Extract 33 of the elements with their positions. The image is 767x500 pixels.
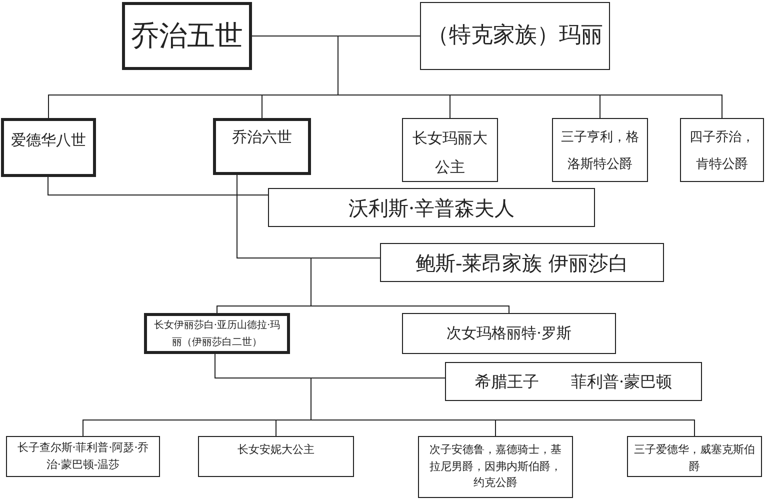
person-box <box>402 118 498 182</box>
person-name: 乔治六世 <box>232 127 292 148</box>
connector-line <box>48 176 268 196</box>
person-name: 次子安德鲁，嘉德骑士，基拉尼男爵，因弗内斯伯爵，约克公爵 <box>428 442 562 491</box>
person-name: 四子乔治，肯特公爵 <box>688 129 756 174</box>
person-name: 沃利斯·辛普森夫人 <box>348 194 515 222</box>
person-box <box>418 436 573 498</box>
person-box <box>122 2 252 70</box>
person-name: 爱德华八世 <box>11 130 86 151</box>
person-name: （特克家族）玛丽 <box>427 22 603 50</box>
person-name: 长女安妮大公主 <box>238 442 314 458</box>
person-box <box>198 436 354 477</box>
person-name: 次女玛格丽特·罗斯 <box>446 323 572 344</box>
person-box <box>268 188 595 227</box>
person-name: 长子查尔斯·菲利普·阿瑟·乔治·蒙巴顿-温莎 <box>16 440 150 472</box>
person-box <box>144 313 290 354</box>
person-name: 鲍斯-莱昂家族 伊丽莎白 <box>415 250 629 276</box>
person-box <box>420 2 610 70</box>
person-box <box>445 362 702 401</box>
person-box <box>1 118 96 177</box>
person-name: 三子亨利，格洛斯特公爵 <box>560 129 640 174</box>
person-name: 希腊王子 菲利普·蒙巴顿 <box>474 370 672 392</box>
person-name: 长女玛丽大公主 <box>412 128 488 178</box>
person-name: 乔治五世 <box>131 18 243 54</box>
person-box <box>6 436 160 477</box>
person-box <box>680 118 764 182</box>
person-box <box>402 313 616 354</box>
person-box <box>627 436 762 477</box>
person-name: 长女伊丽莎白·亚历山德拉·玛丽（伊丽莎白二世） <box>153 318 281 350</box>
person-name: 三子爱德华，威塞克斯伯爵 <box>634 442 755 474</box>
person-box <box>213 118 311 175</box>
person-box <box>552 118 648 182</box>
person-box <box>380 243 664 282</box>
